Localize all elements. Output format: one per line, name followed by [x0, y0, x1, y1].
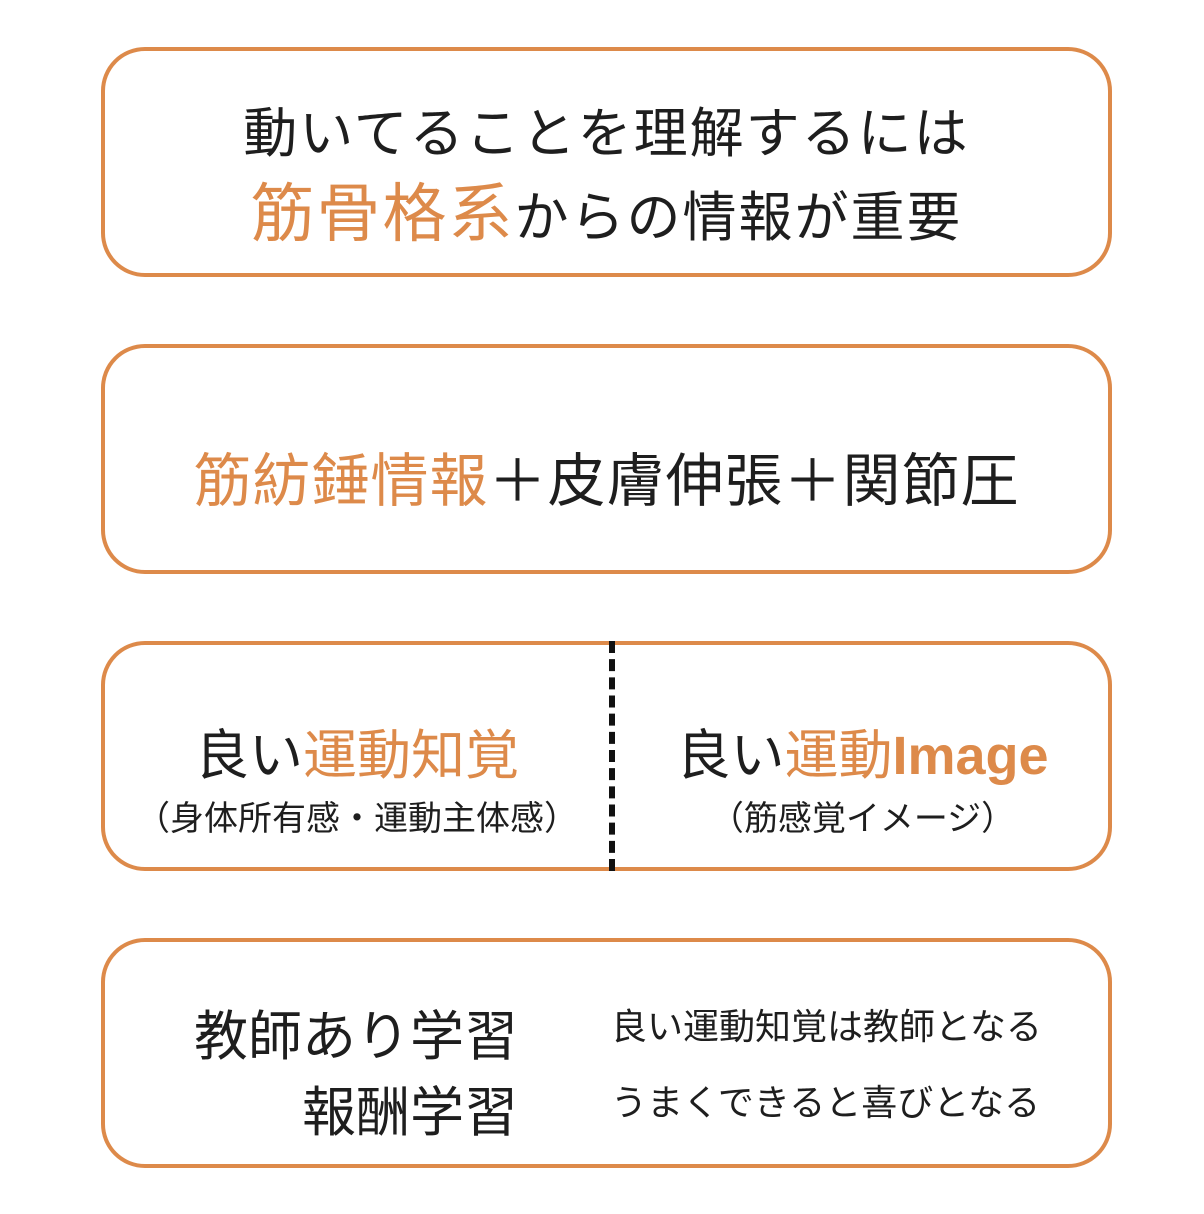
image-title-accent-latin: Image: [892, 726, 1049, 786]
box-sensory-sources: 筋紡錘情報＋皮膚伸張＋関節圧: [101, 344, 1112, 574]
box1-line2: 筋骨格系からの情報が重要: [105, 163, 1108, 255]
image-title-accent-jp: 運動: [784, 724, 893, 787]
box2-accent-text: 筋紡錘情報: [193, 447, 489, 515]
image-half: 良い運動Image （筋感覚イメージ）: [615, 645, 1110, 867]
image-title-plain: 良い: [676, 724, 785, 787]
perception-title-plain: 良い: [195, 724, 303, 787]
perception-subtitle: （身体所有感・運動主体感）: [136, 799, 578, 839]
perception-title: 良い運動知覚: [105, 711, 609, 790]
reward-learning-label: 報酬学習: [302, 1081, 518, 1144]
supervised-learning-desc: 良い運動知覚は教師となる: [611, 1007, 1042, 1048]
image-title: 良い運動Image: [615, 711, 1110, 790]
box2-rest-text: ＋皮膚伸張＋関節圧: [488, 447, 1020, 515]
box-learning: 教師あり学習 報酬学習 良い運動知覚は教師となる うまくできると喜びとなる: [101, 938, 1112, 1168]
box2-line: 筋紡錘情報＋皮膚伸張＋関節圧: [105, 434, 1108, 518]
image-subtitle: （筋感覚イメージ）: [709, 799, 1016, 839]
box-musculoskeletal-info: 動いてることを理解するには 筋骨格系からの情報が重要: [101, 47, 1112, 277]
box1-rest-text: からの情報が重要: [514, 186, 963, 249]
box1-accent-text: 筋骨格系: [250, 178, 515, 252]
perception-title-accent: 運動知覚: [303, 724, 519, 787]
box-perception-image: 良い運動知覚 （身体所有感・運動主体感） 良い運動Image （筋感覚イメージ）: [101, 641, 1112, 871]
reward-learning-desc: うまくできると喜びとなる: [611, 1083, 1041, 1124]
dashed-divider: [609, 641, 615, 871]
perception-half: 良い運動知覚 （身体所有感・運動主体感）: [105, 645, 609, 867]
supervised-learning-label: 教師あり学習: [194, 1005, 518, 1068]
box1-line1: 動いてることを理解するには: [243, 102, 970, 165]
